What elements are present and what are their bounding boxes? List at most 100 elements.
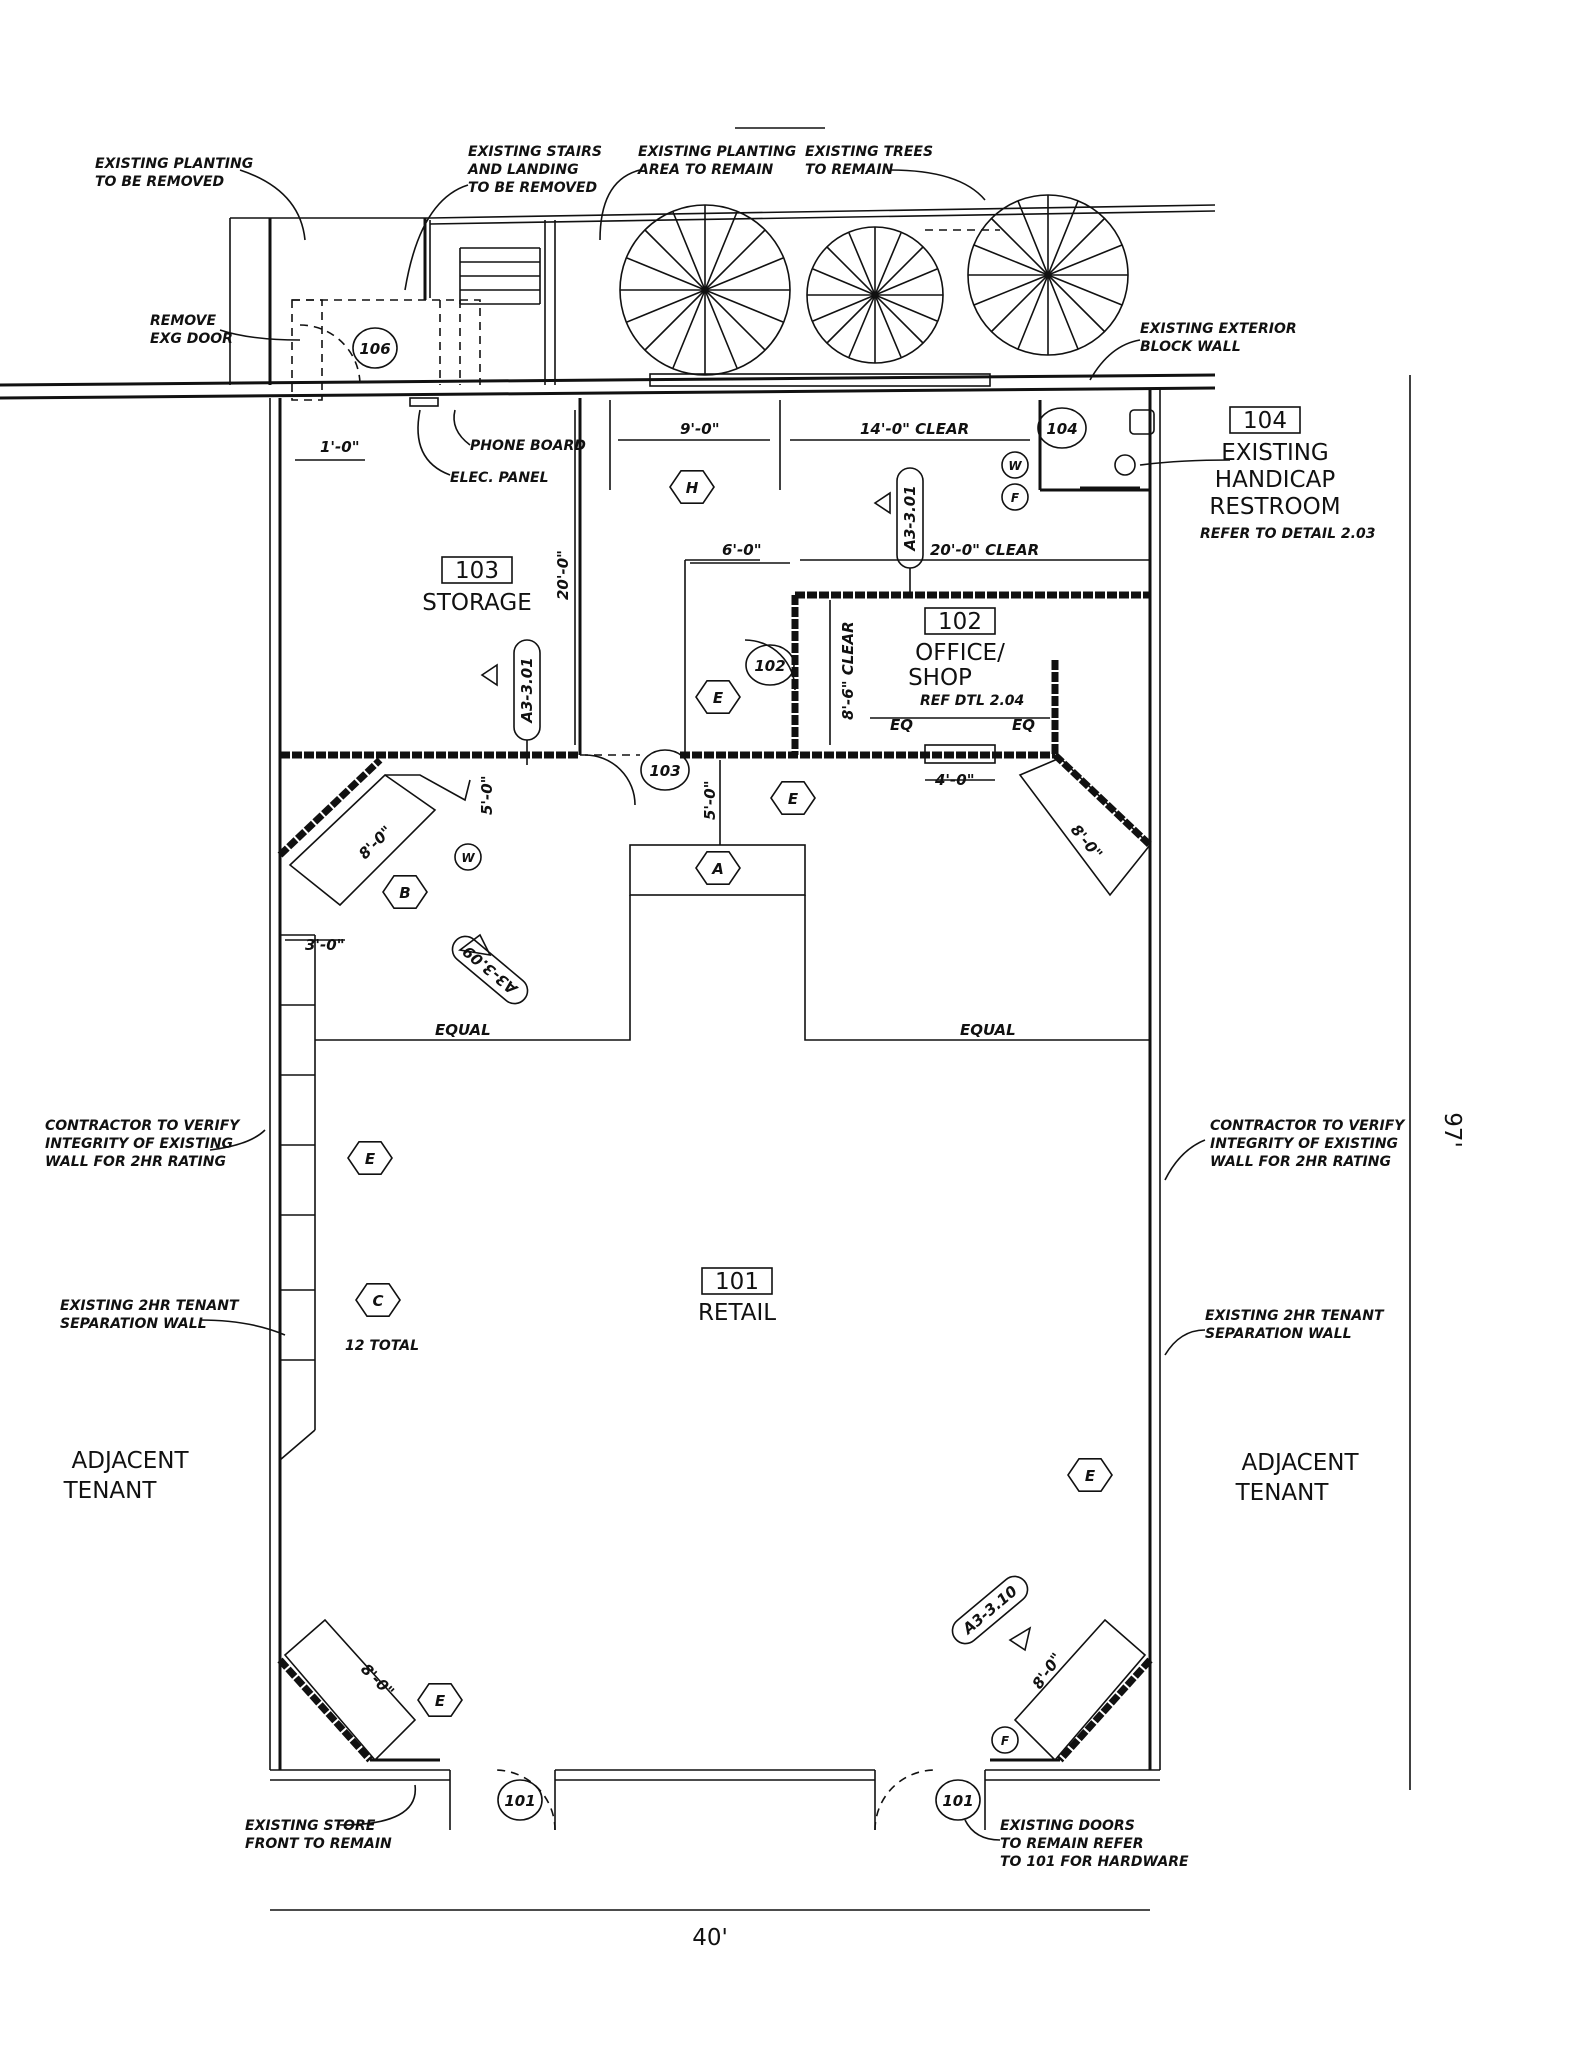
note-contractor-right-1: CONTRACTOR TO VERIFY — [1210, 1118, 1406, 1134]
tree-3 — [967, 194, 1129, 356]
dim-14ft-clear: 14'-0" CLEAR — [860, 420, 969, 438]
section-a310-arrow — [1008, 1626, 1032, 1652]
dim-5ft-center: 5'-0" — [701, 780, 719, 820]
room-104-ref: REFER TO DETAIL 2.03 — [1200, 526, 1375, 542]
door-tag-104-label: 104 — [1046, 420, 1077, 438]
note-separation-left-1: EXISTING 2HR TENANT — [60, 1298, 240, 1314]
circle-tag-f-bottom-right-label: F — [1001, 1734, 1010, 1748]
hex-tag-e-left: E — [347, 1141, 393, 1175]
counter-a — [629, 844, 806, 896]
exterior-area: 106 — [0, 127, 1216, 407]
room-104-number-box — [1229, 406, 1301, 434]
note-separation-left-2: SEPARATION WALL — [60, 1316, 207, 1332]
section-a301-office: A3-3.01 — [873, 467, 924, 593]
room-104-name-2: HANDICAP — [1215, 467, 1336, 493]
note-stairs-2: AND LANDING — [467, 162, 579, 178]
door-tag-103 — [640, 749, 690, 791]
note-remove-door-1: REMOVE — [150, 313, 217, 329]
dim-8ft-bottom-right: 8'-0" — [1029, 1650, 1066, 1693]
dim-equal-left: EQUAL — [435, 1021, 491, 1039]
tree-1 — [619, 204, 791, 376]
hex-tag-a-label: A — [711, 860, 724, 878]
circle-tag-w-display: W — [454, 843, 482, 871]
room-102-name-1: OFFICE/ — [915, 640, 1005, 666]
exterior-notes: EXISTING PLANTING TO BE REMOVED EXISTING… — [95, 144, 1297, 381]
note-12-total: 12 TOTAL — [345, 1338, 419, 1354]
note-contractor-right-3: WALL FOR 2HR RATING — [1210, 1154, 1391, 1170]
svg-text:A3-3.10: A3-3.10 — [958, 1582, 1020, 1638]
dim-eq-right: EQ — [1012, 716, 1035, 734]
hex-tag-e-right: E — [1067, 1458, 1113, 1492]
note-trees-2: TO REMAIN — [805, 162, 894, 178]
room-101-name: RETAIL — [698, 1300, 776, 1326]
note-stairs-3: TO BE REMOVED — [468, 180, 597, 196]
svg-text:A3-3.09: A3-3.09 — [459, 942, 521, 998]
door-tag-102 — [745, 644, 795, 686]
interior-notes: PHONE BOARD ELEC. PANEL CONTRACTOR TO VE… — [45, 409, 1406, 1870]
note-separation-right-1: EXISTING 2HR TENANT — [1205, 1308, 1385, 1324]
existing-stairs — [459, 247, 541, 305]
display-wall-top-right — [1018, 752, 1153, 897]
adjacent-tenant-right-1: ADJACENT — [1242, 1450, 1360, 1476]
note-remove-door-2: EXG DOOR — [150, 331, 233, 347]
room-102-number: 102 — [938, 609, 982, 635]
room-101-number-box — [701, 1267, 773, 1295]
hex-tag-h: H — [669, 469, 715, 505]
note-planting-remain-1: EXISTING PLANTING — [638, 144, 796, 160]
circle-tag-f-restroom-label: F — [1011, 491, 1020, 505]
hex-tag-b-label: B — [399, 884, 410, 902]
dim-8-6-clear: 8'-6" CLEAR — [839, 621, 857, 720]
note-contractor-left-2: INTEGRITY OF EXISTING — [45, 1136, 233, 1152]
display-wall-bottom-left — [277, 1618, 440, 1763]
room-labels: 103 STORAGE 102 OFFICE/ SHOP REF DTL 2.0… — [63, 406, 1375, 1506]
note-planting-removed-2: TO BE REMOVED — [95, 174, 224, 190]
door-tag-103-label: 103 — [649, 762, 680, 780]
note-doors-remain-3: TO 101 FOR HARDWARE — [1000, 1854, 1189, 1870]
dim-4ft: 4'-0" — [934, 771, 975, 789]
dim-20ft: 20'-0" — [554, 550, 572, 600]
dim-3ft: 3'-0" — [305, 936, 345, 954]
hex-tag-c: C — [355, 1283, 401, 1317]
hex-tag-e-door103-label: E — [788, 790, 799, 808]
section-a310: A3-3.10 — [951, 1575, 1029, 1645]
section-a309: A3-3.09 — [451, 935, 529, 1005]
hex-tag-e-bottom-left: E — [417, 1683, 463, 1717]
door-tag-101-right — [935, 1779, 981, 1821]
dim-overall-depth: 97' — [1439, 1112, 1465, 1148]
hex-tag-a: A — [695, 850, 741, 886]
note-stairs-1: EXISTING STAIRS — [468, 144, 602, 160]
tree-2 — [806, 226, 944, 364]
dim-8ft-top-left: 8'-0" — [355, 822, 396, 863]
note-block-wall-2: BLOCK WALL — [1140, 339, 1241, 355]
note-planting-removed-1: EXISTING PLANTING — [95, 156, 253, 172]
dim-equal-right: EQUAL — [960, 1021, 1016, 1039]
circle-tag-w-restroom: W — [1001, 451, 1029, 479]
dim-6ft: 6'-0" — [722, 541, 762, 559]
left-wall-segments — [279, 934, 316, 1461]
svg-text:A3-3.01: A3-3.01 — [901, 485, 919, 551]
note-separation-right-2: SEPARATION WALL — [1205, 1326, 1352, 1342]
display-wall-top-left — [277, 757, 471, 907]
door-tag-102-label: 102 — [754, 657, 785, 675]
display-wall-bottom-right — [990, 1618, 1153, 1763]
door-tag-101-left-label: 101 — [504, 1792, 535, 1810]
note-doors-remain-2: TO REMAIN REFER — [1000, 1836, 1144, 1852]
room-103-number-box — [441, 556, 513, 584]
dim-overall-width: 40' — [692, 1925, 728, 1951]
hex-tag-c-label: C — [372, 1292, 383, 1310]
room-103-number: 103 — [455, 558, 499, 584]
note-contractor-left-1: CONTRACTOR TO VERIFY — [45, 1118, 241, 1134]
room-104-name-1: EXISTING — [1221, 440, 1329, 466]
adjacent-tenant-right-2: TENANT — [1235, 1480, 1330, 1506]
note-contractor-right-2: INTEGRITY OF EXISTING — [1210, 1136, 1398, 1152]
door-tag-106 — [352, 327, 398, 369]
note-planting-remain-2: AREA TO REMAIN — [637, 162, 774, 178]
room-104-number: 104 — [1243, 408, 1287, 434]
door-tag-106-label: 106 — [359, 340, 390, 358]
hex-tag-b: B — [382, 874, 428, 910]
note-contractor-left-3: WALL FOR 2HR RATING — [45, 1154, 226, 1170]
door-tag-101-right-label: 101 — [942, 1792, 973, 1810]
note-block-wall-1: EXISTING EXTERIOR — [1140, 321, 1297, 337]
